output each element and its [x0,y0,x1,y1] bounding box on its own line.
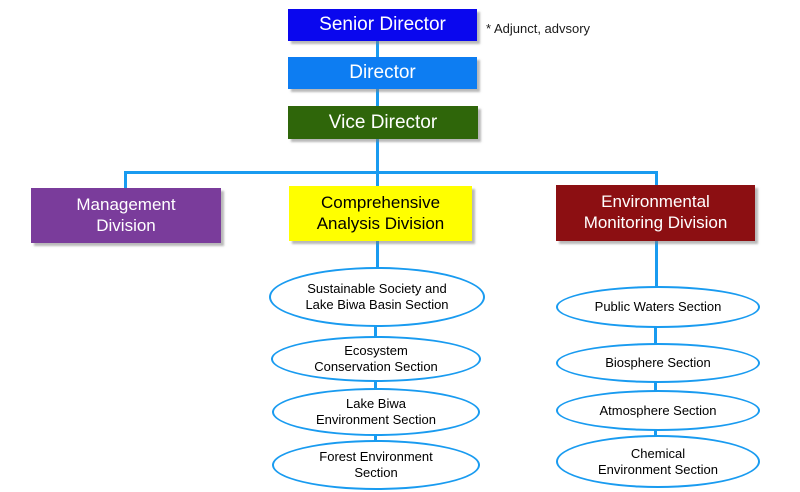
node-label: Forest Environment Section [319,449,433,480]
node-label: Director [349,62,416,83]
node-ecosystem-conservation-section: Ecosystem Conservation Section [271,336,481,382]
connector-line [376,241,379,268]
node-management-division: Management Division [31,188,221,243]
connector-line [376,139,379,172]
node-biosphere-section: Biosphere Section [556,343,760,383]
connector-line [376,171,379,187]
connector-line [124,171,658,174]
node-lake-biwa-environment-section: Lake Biwa Environment Section [272,388,480,436]
node-label: Ecosystem Conservation Section [314,343,438,374]
connector-line [655,241,658,288]
connector-line [376,41,379,57]
note-text: * Adjunct, advsory [486,20,591,36]
connector-line [376,89,379,106]
node-label: Sustainable Society and Lake Biwa Basin … [305,281,449,312]
node-label: Chemical Environment Section [598,445,718,477]
node-label: Vice Director [328,111,438,133]
adjunct-advisory-note: * Adjunct, advsory [486,19,646,37]
connector-line [654,378,657,391]
node-label: Senior Director [319,14,446,35]
connector-line [374,431,377,441]
connector-line [655,171,658,186]
node-label: Comprehensive Analysis Division [316,192,445,233]
node-label: Lake Biwa Environment Section [316,396,436,427]
node-environmental-monitoring-division: Environmental Monitoring Division [556,185,755,241]
node-forest-environment-section: Forest Environment Section [272,440,480,490]
node-label: Public Waters Section [594,299,722,315]
connector-line [374,322,377,337]
node-sustainable-society-lake-biwa-basin-section: Sustainable Society and Lake Biwa Basin … [269,267,485,327]
node-label: Atmosphere Section [599,402,717,418]
node-label: Environmental Monitoring Division [583,192,728,232]
node-senior-director: Senior Director [288,9,477,41]
node-atmosphere-section: Atmosphere Section [556,390,760,431]
node-vice-director: Vice Director [288,106,478,139]
node-chemical-environment-section: Chemical Environment Section [556,435,760,488]
node-comprehensive-analysis-division: Comprehensive Analysis Division [289,186,472,241]
node-label: Biosphere Section [605,355,711,371]
connector-line [654,323,657,344]
node-public-waters-section: Public Waters Section [556,286,760,328]
connector-line [124,171,127,189]
connector-line [374,377,377,389]
node-label: Management Division [76,194,176,235]
node-director: Director [288,57,477,89]
connector-line [654,426,657,436]
